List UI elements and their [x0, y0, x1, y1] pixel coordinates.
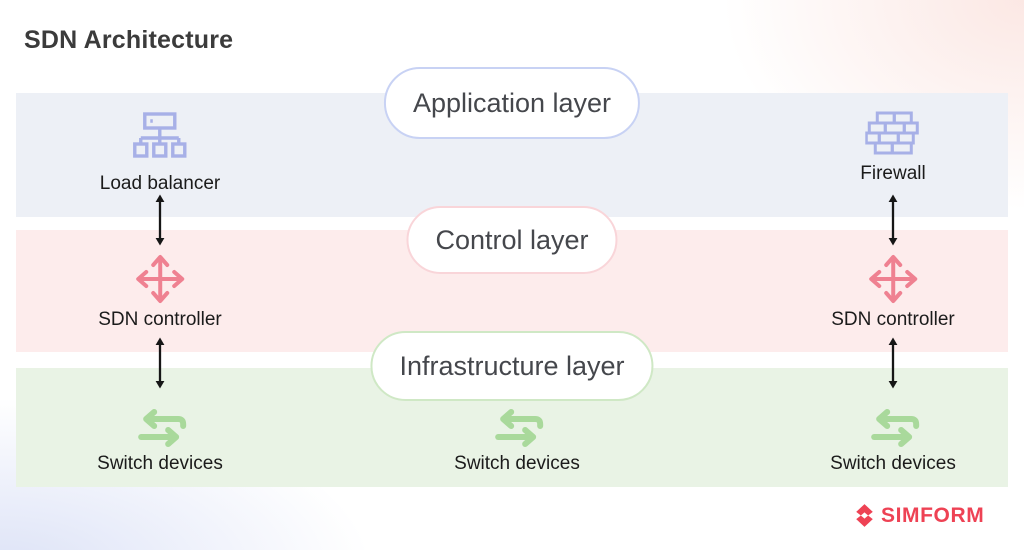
- page-title: SDN Architecture: [24, 26, 234, 54]
- brand-name: SIMFORM: [881, 503, 985, 527]
- double-arrow-connector: [155, 194, 165, 246]
- control-layer-pill: Control layer: [406, 206, 618, 274]
- firewall-icon: [864, 111, 919, 155]
- node-label: Switch devices: [454, 453, 580, 474]
- node-switch-devices: Switch devices: [454, 407, 580, 475]
- node-label: SDN controller: [98, 309, 222, 330]
- simform-logo-icon: [856, 504, 873, 527]
- node-label: Load balancer: [99, 173, 221, 194]
- infrastructure-layer-label: Infrastructure layer: [399, 350, 625, 381]
- sdn-controller-icon: [868, 255, 917, 303]
- node-switch-devices: Switch devices: [97, 407, 223, 475]
- double-arrow-connector: [888, 194, 898, 246]
- node-load-balancer: Load balancer: [100, 111, 220, 195]
- sdn-controller-icon: [135, 255, 184, 303]
- node-firewall: Firewall: [860, 111, 926, 185]
- application-layer-pill: Application layer: [383, 67, 641, 139]
- brand-logo: SIMFORM: [852, 501, 984, 530]
- load-balancer-icon: [133, 112, 187, 158]
- node-label: SDN controller: [831, 309, 955, 330]
- node-sdn-controller: SDN controller: [831, 253, 955, 331]
- node-switch-devices: Switch devices: [830, 407, 956, 475]
- node-label: Switch devices: [830, 453, 956, 474]
- double-arrow-connector: [888, 337, 898, 389]
- switch-icon: [870, 409, 919, 447]
- application-layer-label: Application layer: [412, 87, 612, 118]
- switch-icon: [137, 409, 186, 447]
- node-label: Switch devices: [97, 453, 223, 474]
- control-layer-label: Control layer: [435, 224, 589, 255]
- double-arrow-connector: [155, 337, 165, 389]
- node-label: Firewall: [860, 163, 926, 184]
- switch-icon: [494, 409, 543, 447]
- node-sdn-controller: SDN controller: [98, 253, 222, 331]
- infrastructure-layer-pill: Infrastructure layer: [370, 331, 654, 401]
